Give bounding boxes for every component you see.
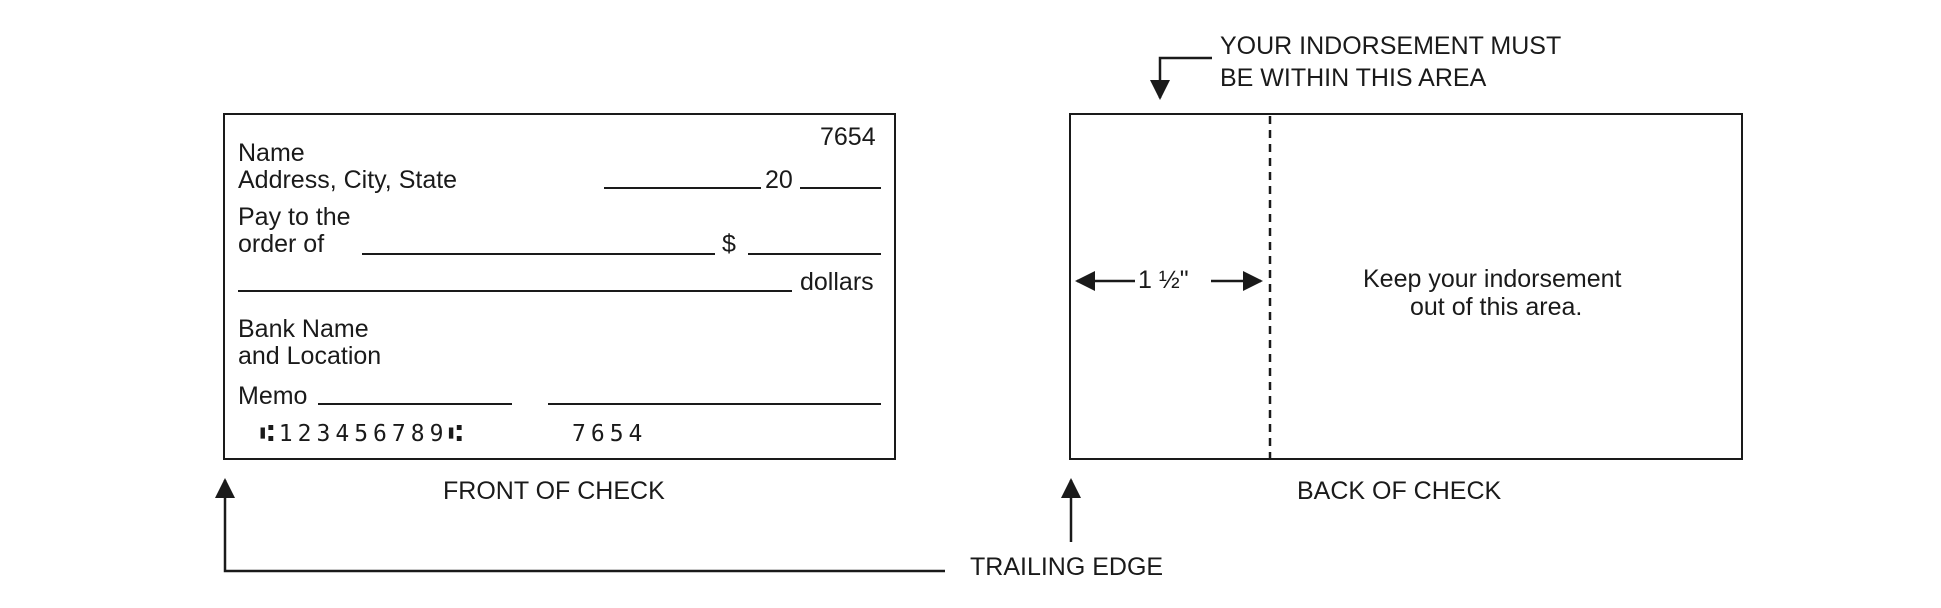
bank-name: Bank Name — [238, 315, 369, 343]
indorsement-arrow — [1150, 56, 1212, 100]
dollar-sign: $ — [722, 230, 736, 258]
back-of-check — [1069, 113, 1743, 460]
indorsement-note-line2: BE WITHIN THIS AREA — [1220, 64, 1487, 92]
pay-to-label-line2: order of — [238, 230, 325, 258]
micr-routing-number: ⑆123456789⑆ — [260, 421, 468, 447]
date-year-prefix: 20 — [765, 166, 793, 194]
measurement-label: 1 ½" — [1138, 266, 1189, 294]
keep-out-note-line2: out of this area. — [1410, 293, 1583, 321]
trailing-edge-label: TRAILING EDGE — [970, 553, 1164, 581]
micr-check-number: 7654 — [572, 421, 648, 447]
dollars-label: dollars — [800, 268, 874, 296]
payee-line — [362, 253, 715, 255]
front-of-check — [223, 113, 896, 460]
amount-box-line — [748, 253, 881, 255]
date-year-line — [800, 187, 881, 189]
bank-location: and Location — [238, 342, 382, 370]
written-amount-line — [238, 290, 792, 292]
back-caption: BACK OF CHECK — [1297, 477, 1502, 505]
signature-line — [548, 403, 881, 405]
pay-to-label-line1: Pay to the — [238, 203, 351, 231]
trailing-edge-arrow-front — [215, 478, 945, 573]
keep-out-note-line1: Keep your indorsement — [1363, 265, 1622, 293]
check-number: 7654 — [820, 123, 876, 151]
date-line — [604, 187, 761, 189]
payer-address: Address, City, State — [238, 166, 458, 194]
front-caption: FRONT OF CHECK — [443, 477, 665, 505]
memo-label: Memo — [238, 382, 308, 410]
payer-name: Name — [238, 139, 305, 167]
memo-line — [318, 403, 512, 405]
indorsement-note-line1: YOUR INDORSEMENT MUST — [1220, 32, 1562, 60]
